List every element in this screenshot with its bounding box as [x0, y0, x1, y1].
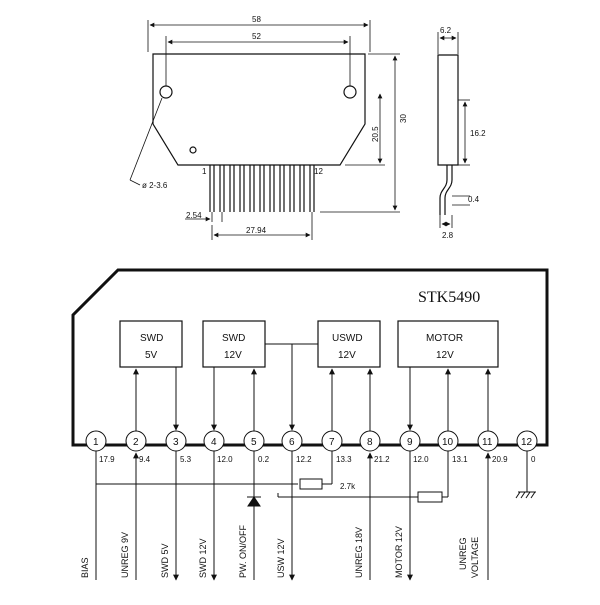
package-pin1-label: 1 — [202, 167, 207, 176]
dim-30: 30 — [399, 114, 408, 123]
external-wiring — [95, 451, 528, 581]
pin-circles — [85, 430, 538, 452]
regulator-blocks — [119, 320, 499, 368]
block-swd-12v-line2: 12V — [224, 350, 242, 361]
resistor-2 — [417, 491, 443, 503]
pin1-marker — [189, 146, 197, 154]
package-pins — [209, 165, 315, 212]
signal-swd-5v: SWD 5V — [160, 543, 170, 578]
block-swd-12v — [202, 320, 266, 368]
pin-4-num: 4 — [211, 437, 217, 448]
pin-8 — [359, 430, 381, 452]
pin-6-num: 6 — [289, 437, 295, 448]
pin-6-volt: 12.2 — [296, 455, 312, 464]
signal-unreg-18v: UNREG 18V — [354, 527, 364, 578]
side-lead — [439, 165, 453, 215]
package-pin12-label: 12 — [314, 167, 323, 176]
signal-motor-12v: MOTOR 12V — [394, 526, 404, 578]
signal-pw-on-off: PW. ON/OFF — [238, 524, 248, 578]
resistor-2-7k-label: 2.7k — [340, 482, 356, 491]
signal-unreg-voltage-2: VOLTAGE — [470, 537, 480, 578]
pin-10-num: 10 — [442, 437, 454, 448]
dim-52: 52 — [252, 32, 261, 41]
diode-symbol — [247, 496, 261, 507]
dim-pin-span: 27.94 — [246, 226, 267, 235]
dim-body-height: 16.2 — [470, 129, 486, 138]
package-dimensions — [129, 20, 400, 240]
block-uswd-12v-line2: 12V — [338, 350, 356, 361]
block-motor-12v — [397, 320, 499, 368]
resistor-2-7k — [299, 478, 323, 490]
dim-lead-width: 2.8 — [442, 231, 454, 240]
block-uswd-12v-line1: USWD — [332, 333, 363, 344]
block-swd-5v-line2: 5V — [145, 350, 158, 361]
block-swd-5v — [119, 320, 183, 368]
pin-3-num: 3 — [173, 437, 179, 448]
dim-58: 58 — [252, 15, 261, 24]
block-swd-5v-line1: SWD — [140, 333, 163, 344]
schematic-title: STK5490 — [418, 289, 480, 306]
pin-8-volt: 21.2 — [374, 455, 390, 464]
package-top-view — [152, 53, 366, 166]
mount-hole-left — [159, 85, 173, 99]
pin-1-num: 1 — [93, 437, 99, 448]
dim-lead-thickness: 0.4 — [468, 195, 480, 204]
package-side-view — [437, 54, 459, 215]
signal-unreg-voltage-1: UNREG — [458, 537, 468, 570]
pin-1-volt: 17.9 — [99, 455, 115, 464]
pin-2-volt: 9.4 — [139, 455, 151, 464]
pin-10-volt: 13.1 — [452, 455, 468, 464]
block-motor-12v-line1: MOTOR — [426, 333, 463, 344]
schematic-outline — [71, 268, 549, 447]
side-dimensions — [437, 32, 470, 228]
dim-thickness: 6.2 — [440, 26, 452, 35]
pin-11-num: 11 — [482, 437, 493, 448]
block-motor-12v-line2: 12V — [436, 350, 454, 361]
ground-symbol — [515, 491, 536, 499]
pin-7-volt: 13.3 — [336, 455, 352, 464]
pin-12-num: 12 — [521, 437, 533, 448]
side-body — [437, 54, 459, 166]
signal-unreg-9v: UNREG 9V — [120, 532, 130, 578]
pin-11 — [477, 430, 499, 452]
mount-hole-right — [343, 85, 357, 99]
signal-usw-12v: USW 12V — [276, 538, 286, 578]
pin-7-num: 7 — [329, 437, 335, 448]
pin-2-num: 2 — [133, 437, 139, 448]
block-swd-12v-line1: SWD — [222, 333, 245, 344]
dim-pitch: 2.54 — [186, 211, 202, 220]
pin-9-num: 9 — [407, 437, 413, 448]
signal-swd-12v: SWD 12V — [198, 538, 208, 578]
signal-bias: BIAS — [80, 557, 90, 578]
pin-2 — [125, 430, 147, 452]
block-uswd-12v — [317, 320, 381, 368]
pin-9-volt: 12.0 — [413, 455, 429, 464]
package-body — [152, 53, 366, 166]
pin-8-num: 8 — [367, 437, 373, 448]
pin-12-volt: 0 — [531, 455, 536, 464]
dim-hole-diameter: ø 2-3.6 — [142, 181, 168, 190]
dim-20-5: 20.5 — [371, 126, 380, 142]
internal-wiring — [133, 343, 491, 432]
pin-3-volt: 5.3 — [180, 455, 192, 464]
pin-11-volt: 20.9 — [492, 455, 508, 464]
pin-4-volt: 12.0 — [217, 455, 233, 464]
pin-5-num: 5 — [251, 437, 257, 448]
pin-5-volt: 0.2 — [258, 455, 270, 464]
